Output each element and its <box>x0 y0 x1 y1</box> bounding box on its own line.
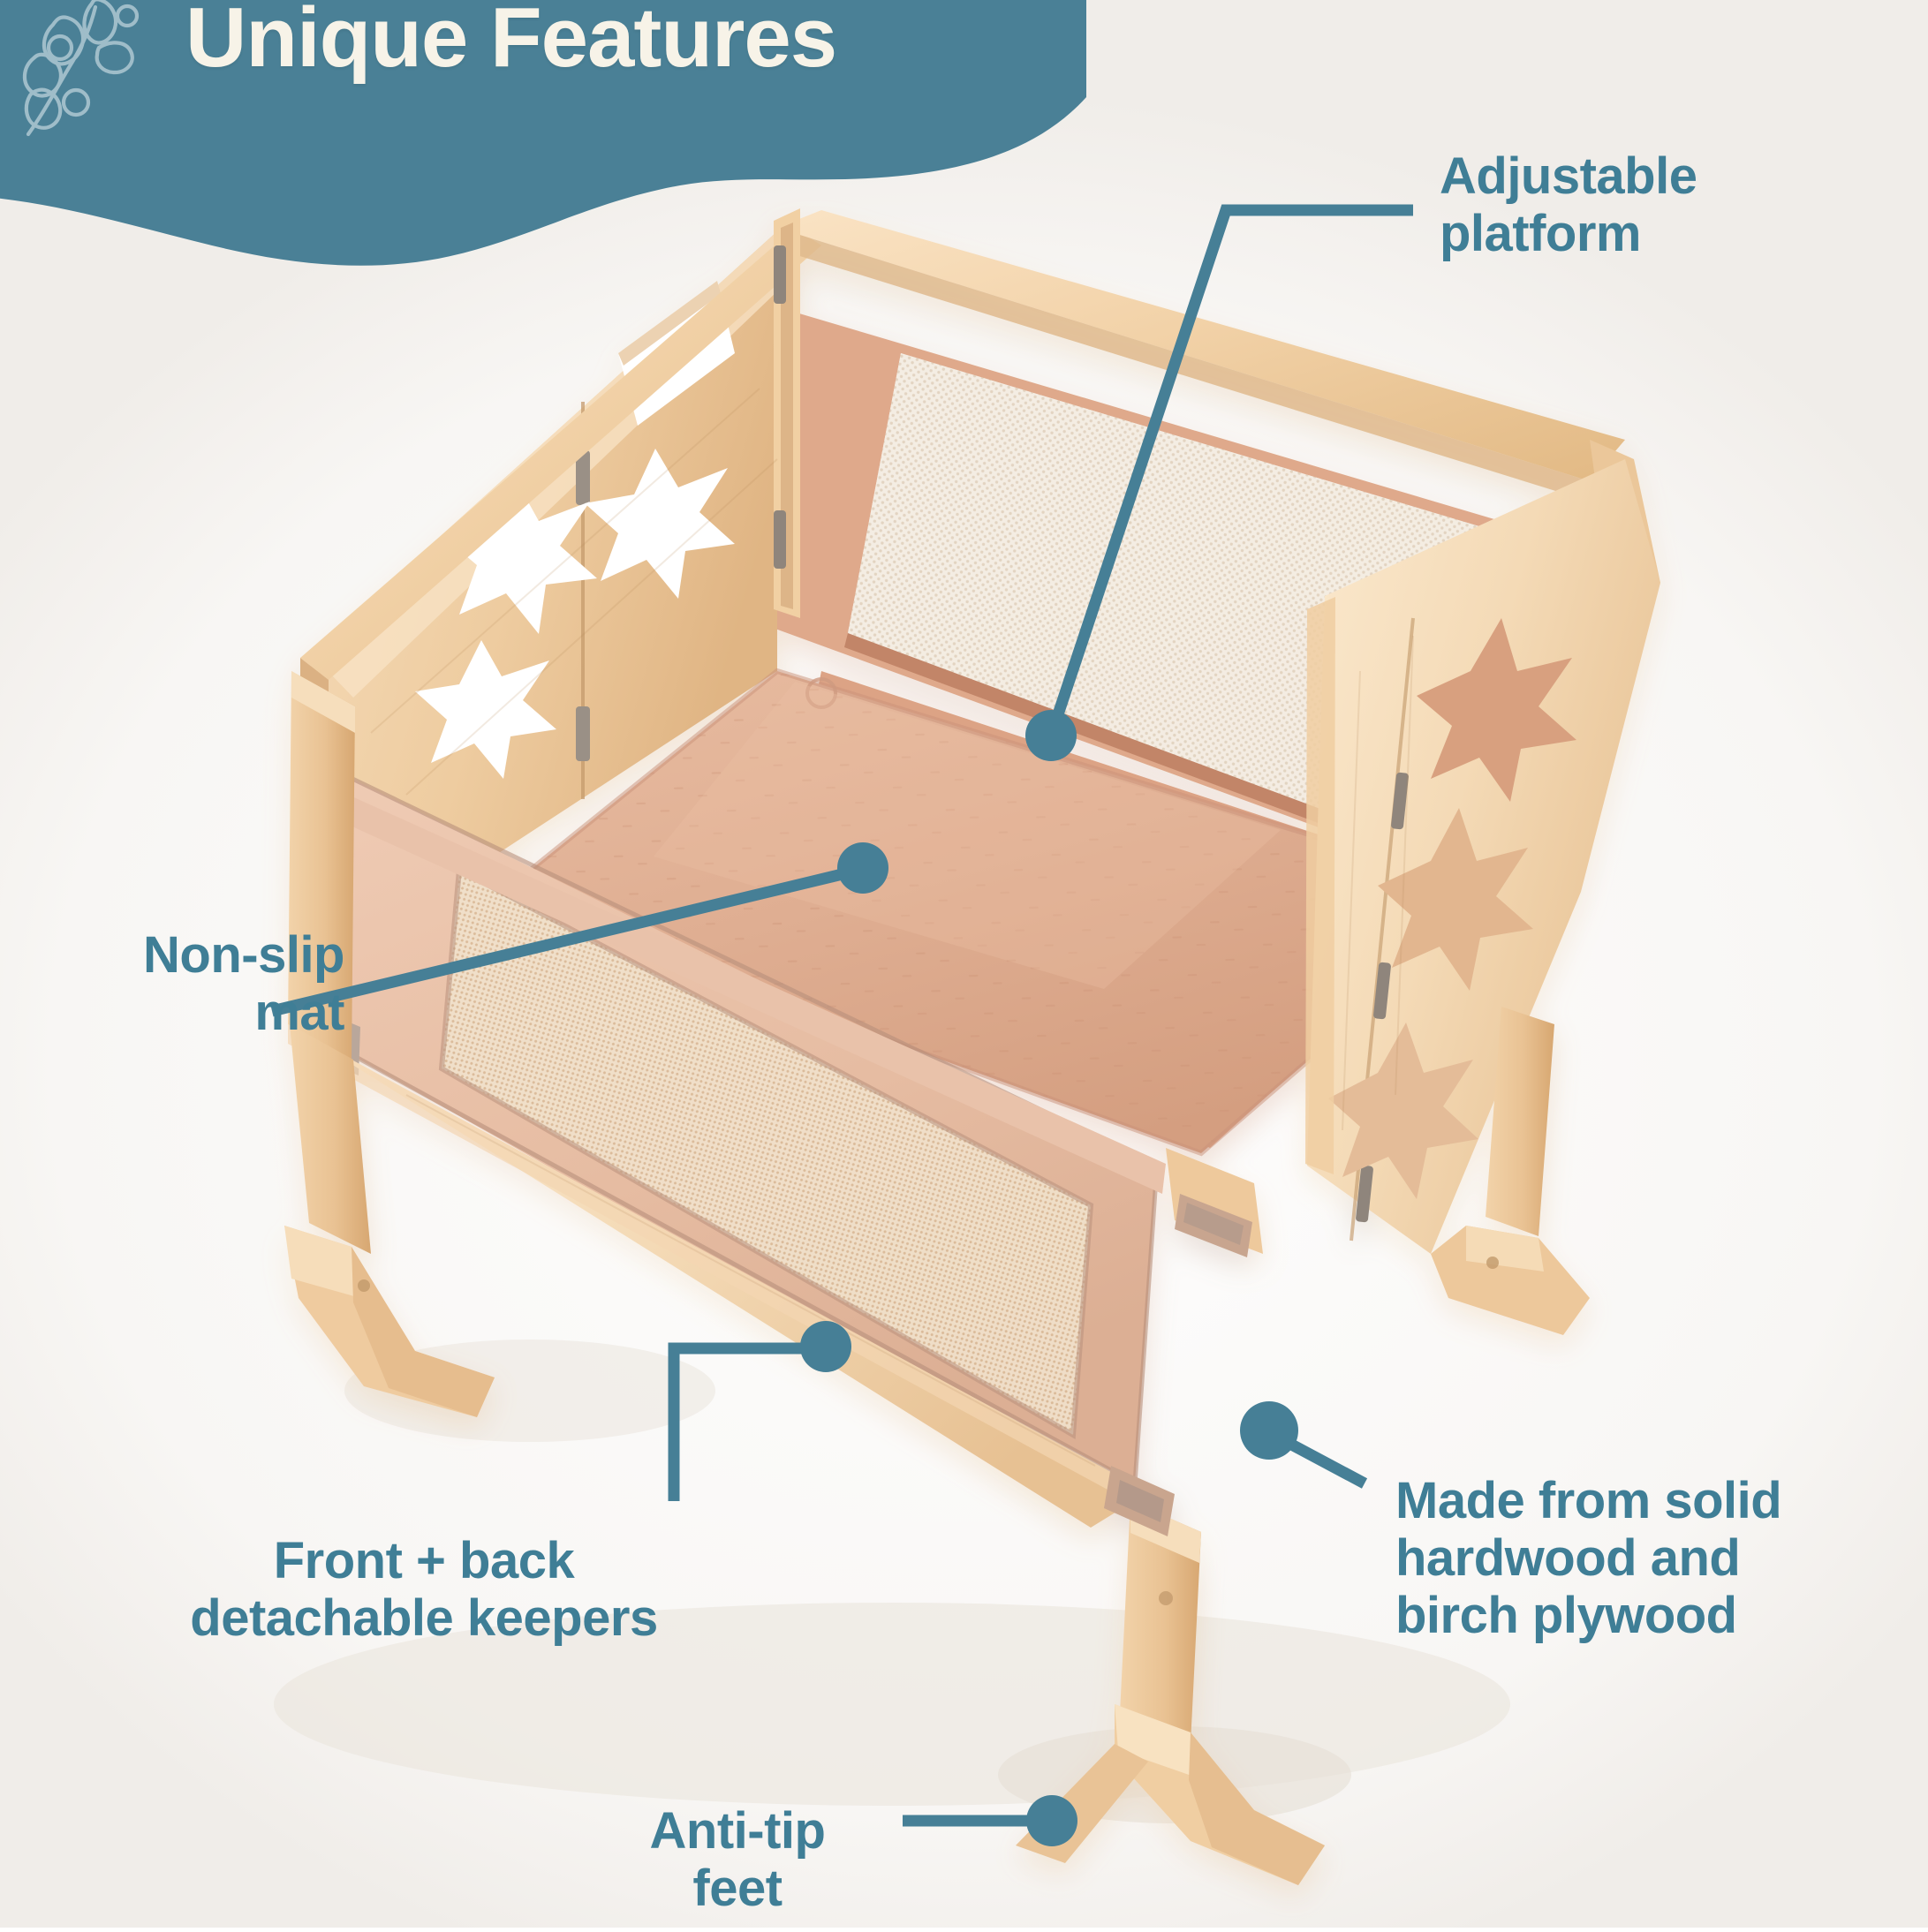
callout-label-anti-tip-feet: Anti-tip feet <box>649 1802 826 1917</box>
botanical-sprig-icon <box>4 0 145 140</box>
page-title: Unique Features <box>185 0 837 85</box>
callout-label-detachable-keepers: Front + back detachable keepers <box>190 1532 658 1647</box>
callout-label-hardwood: Made from solid hardwood and birch plywo… <box>1395 1472 1782 1644</box>
callout-label-non-slip-mat: Non-slip mat <box>143 926 344 1041</box>
callout-label-adjustable-platform: Adjustable platform <box>1440 147 1697 262</box>
header-banner: Unique Features <box>0 0 1086 283</box>
